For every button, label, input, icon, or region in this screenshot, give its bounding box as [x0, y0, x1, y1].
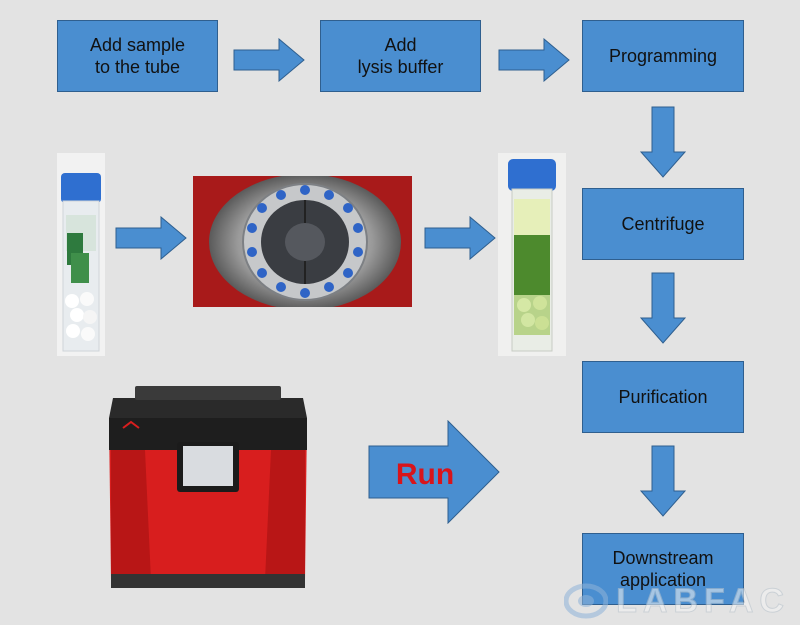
rotor-photo	[193, 176, 412, 307]
watermark-text: LABFAC	[616, 581, 790, 620]
step-programming: Programming	[582, 20, 744, 92]
arrow-down-icon	[640, 106, 686, 178]
sample-tube-photo	[57, 153, 105, 356]
step-add-lysis-buffer: Add lysis buffer	[320, 20, 481, 92]
arrow-right-icon	[233, 38, 305, 82]
arrow-right-icon	[498, 38, 570, 82]
lysed-tube-photo	[498, 153, 566, 356]
run-arrow-icon	[368, 420, 500, 524]
arrow-right-icon	[424, 216, 496, 260]
step-downstream-application: Downstream application	[582, 533, 744, 605]
arrow-down-icon	[640, 445, 686, 517]
arrow-down-icon	[640, 272, 686, 344]
labfac-logo-icon	[564, 583, 609, 619]
step-centrifuge: Centrifuge	[582, 188, 744, 260]
homogenizer-instrument-photo	[105, 380, 311, 592]
step-add-sample: Add sample to the tube	[57, 20, 218, 92]
labfac-watermark: LABFAC	[564, 581, 790, 621]
run-label: Run	[395, 458, 455, 491]
arrow-right-icon	[115, 216, 187, 260]
step-purification: Purification	[582, 361, 744, 433]
